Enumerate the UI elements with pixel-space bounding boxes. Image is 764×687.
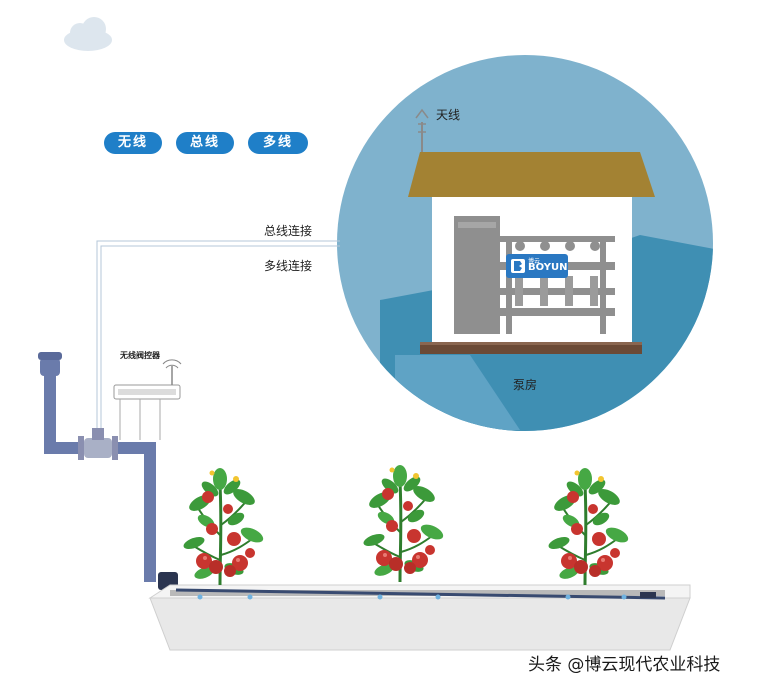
watermark: 头条 @博云现代农业科技	[528, 655, 721, 675]
bus-connection-label: 总线连接	[264, 224, 313, 238]
main-pipe	[38, 352, 178, 590]
connection-lines	[96, 240, 340, 445]
tomato-plant-3	[545, 466, 632, 587]
tab-multiwire[interactable]: 多线	[248, 132, 308, 154]
tomato-plant-2	[360, 463, 447, 584]
pump-house-label: 泵房	[513, 378, 538, 392]
cloud-icon	[64, 17, 112, 51]
wireless-valve-controller-label: 无线阀控器	[120, 351, 160, 360]
tomato-plant-1	[180, 466, 267, 587]
multiwire-connection-label: 多线连接	[264, 259, 313, 273]
tab-wireless[interactable]: 无线	[104, 132, 162, 154]
brand-text: BOYUN	[528, 262, 568, 273]
boyun-logo	[506, 254, 568, 278]
brand-small-text: 博云	[528, 258, 541, 265]
pump-house-building	[408, 152, 655, 354]
tab-bus[interactable]: 总线	[176, 132, 234, 154]
drip-emitters	[197, 594, 627, 600]
planter-trough	[148, 584, 691, 651]
wireless-valve-controller-device	[113, 359, 182, 440]
antenna-label: 天线	[436, 108, 461, 122]
